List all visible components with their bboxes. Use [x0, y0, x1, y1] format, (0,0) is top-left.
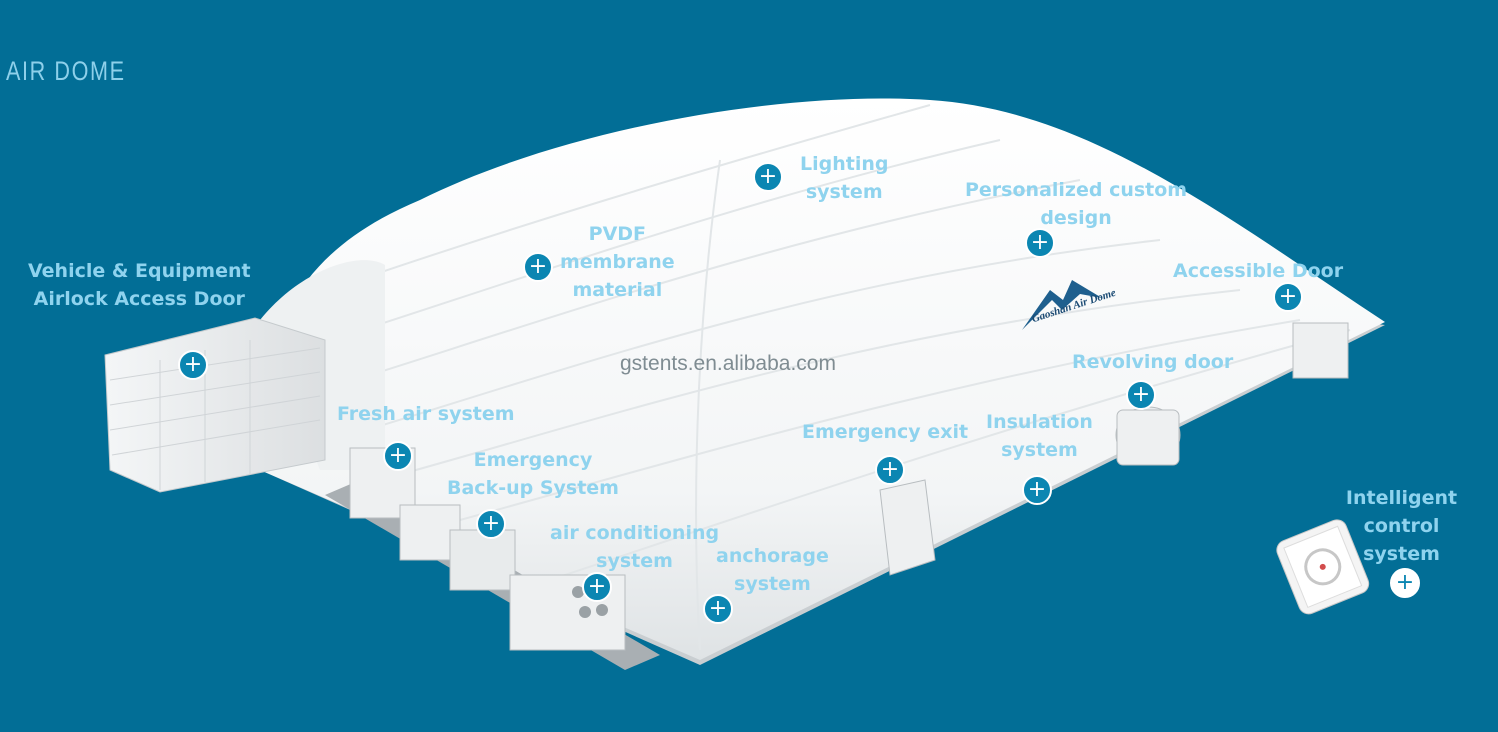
- hotspot-fresh-air-button[interactable]: +: [383, 441, 413, 471]
- hotspot-anchorage-button[interactable]: +: [703, 594, 733, 624]
- hotspot-air-conditioning-button[interactable]: +: [582, 572, 612, 602]
- label-air-conditioning: air conditioning system: [550, 522, 720, 572]
- label-vehicle-airlock: Vehicle & Equipment Airlock Access Door: [28, 260, 251, 310]
- hotspot-accessible-door-button[interactable]: +: [1273, 282, 1303, 312]
- label-emergency-backup: Emergency Back-up System: [447, 449, 619, 499]
- airlock-panels: [109, 340, 321, 490]
- hotspot-intelligent-control-button[interactable]: +: [1390, 568, 1420, 598]
- dome-membrane: [259, 98, 1386, 660]
- hotspot-vehicle-airlock-button[interactable]: +: [178, 350, 208, 380]
- smartphone: [1276, 519, 1370, 615]
- watermark: gstents.en.alibaba.com: [620, 352, 836, 375]
- revolving-door-frame: [1116, 409, 1180, 466]
- page-title: AIR DOME: [6, 56, 126, 86]
- label-revolving-door: Revolving door: [1072, 351, 1234, 373]
- label-pvdf: PVDF membrane material: [560, 223, 675, 301]
- hotspot-lighting-button[interactable]: +: [753, 162, 783, 192]
- hotspot-emergency-backup-button[interactable]: +: [476, 509, 506, 539]
- hotspot-pvdf-button[interactable]: +: [523, 252, 553, 282]
- brand-logo: [1022, 280, 1102, 330]
- hotspot-revolving-door-button[interactable]: +: [1126, 380, 1156, 410]
- hotspot-custom-design-button[interactable]: +: [1025, 228, 1055, 258]
- label-insulation: Insulation system: [986, 411, 1093, 461]
- label-accessible-door: Accessible Door: [1173, 260, 1344, 282]
- airlock-box-front: [104, 317, 326, 493]
- label-intelligent-control: Intelligent control system: [1345, 487, 1458, 565]
- accessible-door-box: [1292, 322, 1349, 379]
- label-anchorage: anchorage system: [716, 545, 829, 595]
- hotspot-insulation-button[interactable]: +: [1022, 475, 1052, 505]
- generator-unit: [449, 529, 516, 591]
- label-emergency-exit: Emergency exit: [802, 421, 969, 443]
- label-fresh-air: Fresh air system: [337, 403, 515, 425]
- label-lighting: Lighting system: [800, 153, 889, 203]
- emergency-exit-door: [879, 479, 936, 576]
- hotspot-emergency-exit-button[interactable]: +: [875, 455, 905, 485]
- label-custom-design: Personalized custom design: [965, 179, 1188, 229]
